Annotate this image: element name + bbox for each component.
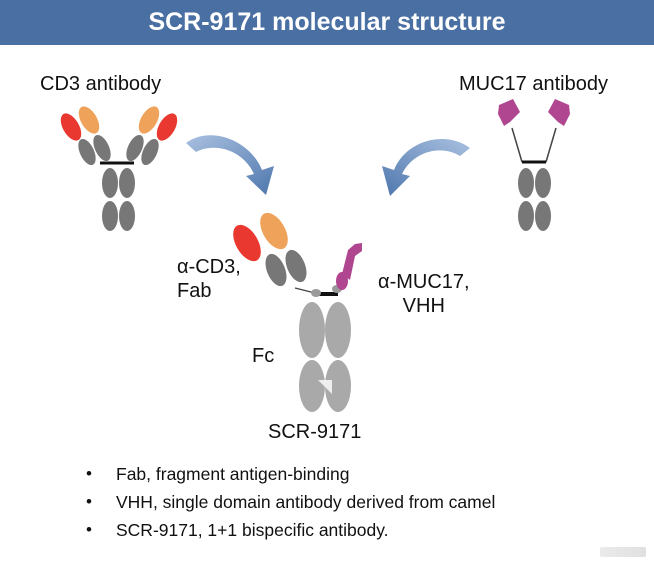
antibody-diagram [60, 99, 570, 412]
alpha-muc17-label: α-MUC17, VHH [378, 270, 470, 318]
bullet-list: Fab, fragment antigen-binding VHH, singl… [86, 460, 495, 544]
title-bar: SCR-9171 molecular structure [0, 0, 654, 45]
product-label: SCR-9171 [268, 421, 362, 443]
alpha-muc17-line1: α-MUC17, [378, 271, 470, 293]
muc17-antibody-label: MUC17 antibody [459, 73, 608, 95]
bullet-item: Fab, fragment antigen-binding [86, 460, 495, 488]
bullet-item: VHH, single domain antibody derived from… [86, 488, 495, 516]
scr9171-antibody-shape [233, 212, 362, 412]
alpha-muc17-line2: VHH [402, 295, 445, 317]
cd3-antibody-label: CD3 antibody [40, 73, 162, 95]
right-curved-arrow [382, 139, 470, 196]
alpha-cd3-line2: Fab [177, 280, 212, 302]
muc17-antibody-shape [498, 99, 570, 231]
cd3-antibody-shape [60, 106, 178, 231]
page-title: SCR-9171 molecular structure [148, 8, 506, 36]
fc-label: Fc [252, 345, 275, 367]
left-curved-arrow [186, 135, 274, 195]
bullet-item: SCR-9171, 1+1 bispecific antibody. [86, 516, 495, 544]
watermark-logo [600, 547, 646, 557]
alpha-cd3-line1: α-CD3, [177, 256, 241, 278]
alpha-cd3-label: α-CD3, Fab [177, 255, 241, 303]
